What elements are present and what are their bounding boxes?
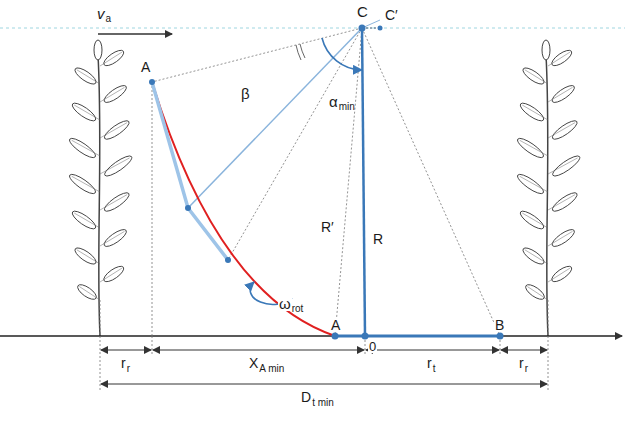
subscript: rot — [291, 304, 305, 314]
dimension-label: r — [120, 356, 127, 370]
plant-illustration — [67, 40, 582, 336]
dimension-label: r — [426, 356, 433, 370]
point-label: C — [356, 4, 369, 19]
subscript: r — [524, 364, 529, 374]
point-label: 0 — [368, 340, 377, 353]
point-label: C′ — [384, 8, 399, 22]
subscript: r — [126, 364, 131, 374]
dimension-label: X — [248, 356, 259, 370]
radius-label: R — [372, 232, 384, 246]
subscript: a — [105, 14, 113, 24]
point-label: B — [494, 318, 505, 332]
subscript: t min — [311, 398, 335, 408]
subscript: min — [338, 102, 356, 112]
angle-label: α — [328, 94, 339, 109]
point-label: A — [140, 60, 151, 74]
dimension-label: r — [518, 356, 525, 370]
angle-label: β — [240, 86, 251, 101]
angular-velocity: ω — [278, 296, 292, 311]
velocity-symbol: v — [96, 6, 106, 21]
subscript: t — [432, 364, 437, 374]
point-label: A — [330, 318, 341, 332]
radius-label: R′ — [320, 220, 335, 234]
subscript: A min — [258, 364, 285, 374]
dimension-label: D — [300, 390, 312, 404]
